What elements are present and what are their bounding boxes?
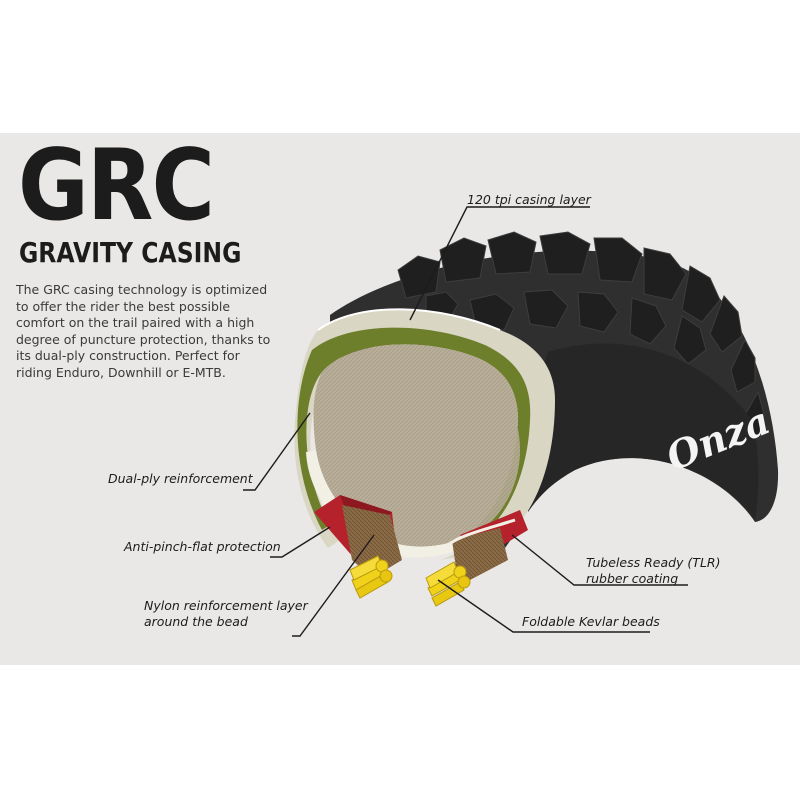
tire-sidewall: [528, 343, 759, 520]
callout-dual-ply: Dual-ply reinforcement: [108, 471, 253, 486]
callout-tpi-layer: 120 tpi casing layer: [467, 192, 591, 207]
callout-nylon-line1: Nylon reinforcement layer: [144, 598, 308, 613]
callout-tlr-line1: Tubeless Ready (TLR): [586, 555, 721, 570]
tread-knobs: [397, 231, 765, 445]
callout-nylon-reinforcement: Nylon reinforcement layer around the bea…: [144, 598, 308, 630]
callout-leader-lines: [243, 206, 688, 637]
callout-tlr-coating: Tubeless Ready (TLR) rubber coating: [586, 555, 720, 587]
casing-outer-layer: [294, 309, 555, 560]
nylon-reinforcement-right: [452, 528, 508, 580]
kevlar-bead-right: [425, 561, 471, 607]
callout-nylon-line2: around the bead: [144, 614, 248, 629]
diagram-panel: Onza GRC | 50 GRC GRAVITY CASING The GRC…: [0, 133, 800, 665]
description-text: The GRC casing technology is optimized t…: [16, 282, 271, 380]
page-subtitle: GRAVITY CASING: [19, 236, 242, 269]
callout-anti-pinch: Anti-pinch-flat protection: [124, 539, 281, 554]
kevlar-bead-left: [349, 555, 393, 599]
tire-cross-section-illustration: Onza GRC | 50: [243, 206, 779, 637]
callout-tlr-line2: rubber coating: [586, 571, 679, 586]
nylon-reinforcement-left: [342, 505, 402, 578]
callout-kevlar-beads: Foldable Kevlar beads: [522, 614, 660, 629]
page-title: GRC: [18, 133, 215, 243]
dual-ply-layer: [297, 327, 531, 545]
